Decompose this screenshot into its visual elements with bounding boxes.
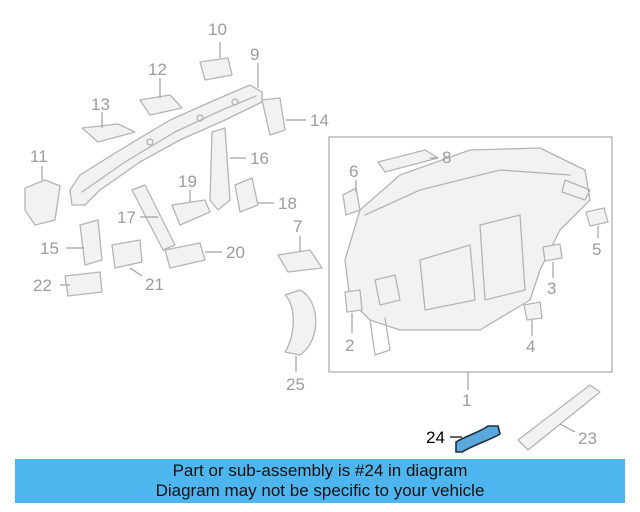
part-23-shape — [517, 384, 601, 451]
banner-line-2: Diagram may not be specific to your vehi… — [155, 481, 485, 500]
part-16-shape — [209, 127, 231, 211]
callout-6: 6 — [349, 162, 358, 181]
callout-16: 16 — [250, 149, 269, 168]
callout-5: 5 — [592, 240, 601, 259]
callout-13: 13 — [91, 95, 110, 114]
part-5-shape — [585, 207, 609, 227]
instrument-panel-part — [344, 147, 591, 356]
callout-22: 22 — [33, 276, 52, 295]
part-24-highlight — [455, 425, 501, 453]
part-18-shape — [234, 177, 259, 213]
callout-2: 2 — [345, 336, 354, 355]
part-12-shape — [139, 94, 183, 116]
part-6-shape — [342, 187, 361, 216]
part-10-shape — [199, 57, 233, 81]
callout-9: 9 — [250, 45, 259, 64]
callout-4: 4 — [526, 337, 535, 356]
part-22-shape — [64, 271, 103, 297]
callout-12: 12 — [148, 60, 167, 79]
part-2-shape — [344, 289, 363, 313]
callout-8: 8 — [442, 148, 451, 167]
callout-14: 14 — [310, 111, 329, 130]
part-25-shape — [284, 289, 317, 356]
part-11-shape — [24, 179, 61, 226]
instrument-panel-frame — [328, 136, 613, 373]
part-20-shape — [164, 242, 206, 269]
callout-labels: 10 9 12 13 14 11 16 19 18 17 15 20 21 22… — [30, 20, 601, 448]
part-3-shape — [542, 243, 563, 262]
callout-24: 24 — [426, 428, 445, 447]
callout-11: 11 — [30, 147, 48, 166]
callout-23: 23 — [578, 429, 597, 448]
callout-21: 21 — [145, 275, 164, 294]
part-13-shape — [81, 123, 136, 143]
part-4-shape — [523, 301, 543, 321]
callout-19: 19 — [178, 172, 197, 191]
callout-20: 20 — [226, 243, 245, 262]
callout-7: 7 — [293, 217, 302, 236]
part-21-shape — [111, 239, 143, 269]
callout-25: 25 — [286, 375, 305, 394]
part-14-shape — [261, 97, 286, 136]
callout-10: 10 — [208, 20, 227, 39]
part-7-shape — [277, 249, 323, 273]
callout-15: 15 — [40, 239, 59, 258]
info-banner: Part or sub-assembly is #24 in diagram D… — [15, 459, 625, 503]
callout-3: 3 — [547, 279, 556, 298]
callout-17: 17 — [117, 208, 136, 227]
callout-18: 18 — [278, 194, 297, 213]
bracket-parts — [24, 57, 609, 451]
leader-lines — [41, 42, 599, 438]
part-19-shape — [171, 199, 211, 226]
callout-1: 1 — [462, 391, 471, 410]
part-15-shape — [79, 219, 103, 266]
banner-line-1: Part or sub-assembly is #24 in diagram — [172, 461, 468, 480]
